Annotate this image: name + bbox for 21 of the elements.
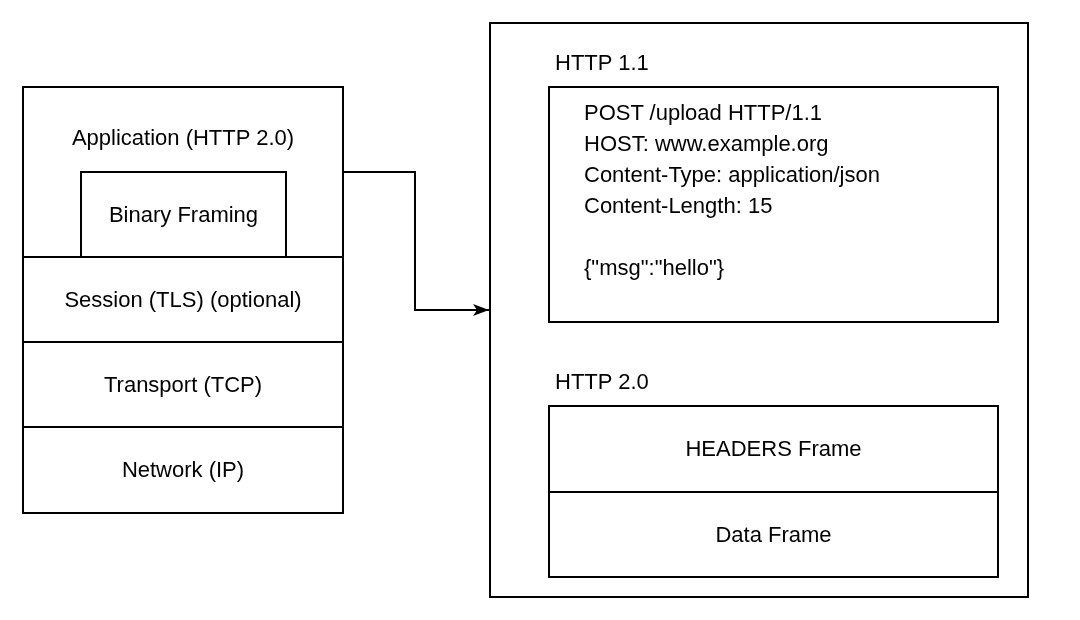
layer-label: Application (HTTP 2.0) <box>71 124 295 152</box>
layer-box <box>22 86 344 258</box>
layer-box <box>22 426 344 514</box>
layer-label: Transport (TCP) <box>103 370 263 399</box>
inner-box <box>80 171 287 258</box>
layer-label: Session (TLS) (optional) <box>64 285 302 314</box>
request-line: POST /upload HTTP/1.1 <box>584 99 823 127</box>
layer-box <box>22 256 344 343</box>
frame-label: Data Frame <box>715 520 832 549</box>
layer-label: Network (IP) <box>121 456 245 484</box>
header-line: HOST: www.example.org <box>584 130 829 158</box>
container-box <box>489 22 1029 598</box>
section-heading: HTTP 2.0 <box>555 368 649 396</box>
layer-box <box>22 341 344 428</box>
frame-label: HEADERS Frame <box>685 435 862 463</box>
body-text: {"msg":"hello"} <box>584 254 725 282</box>
header-line: Content-Length: 15 <box>584 192 773 220</box>
section-heading: HTTP 1.1 <box>555 49 649 77</box>
header-line: Content-Type: application/json <box>584 161 880 189</box>
box-label: Binary Framing <box>108 200 259 229</box>
arrow <box>343 171 490 316</box>
